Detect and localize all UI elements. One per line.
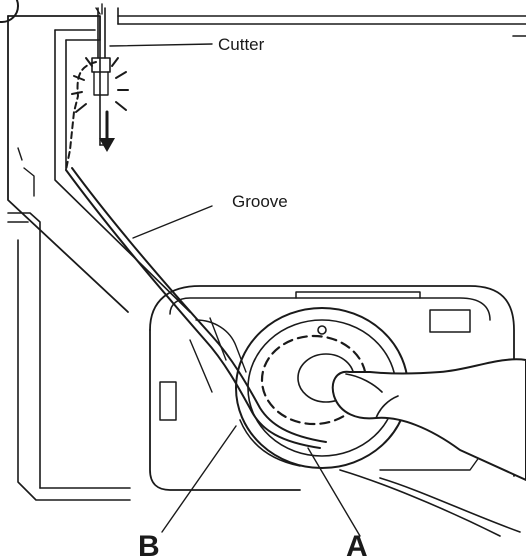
cutter-label: Cutter: [218, 35, 265, 54]
groove-callout-line: [133, 206, 212, 238]
step-number-circle: [0, 0, 18, 22]
down-arrow-icon: [99, 112, 115, 152]
finger-illustration: [333, 359, 526, 536]
point-b-leader: [162, 426, 236, 532]
cutter-mechanism: [92, 4, 110, 95]
point-b-label: B: [138, 530, 160, 559]
groove-label: Groove: [232, 192, 288, 211]
machine-top-frame: [118, 8, 526, 36]
cutter-callout-line: [110, 44, 212, 46]
point-a-leader: [308, 448, 360, 536]
thread-guide-housing: [8, 16, 190, 312]
point-a-label: A: [346, 530, 368, 559]
